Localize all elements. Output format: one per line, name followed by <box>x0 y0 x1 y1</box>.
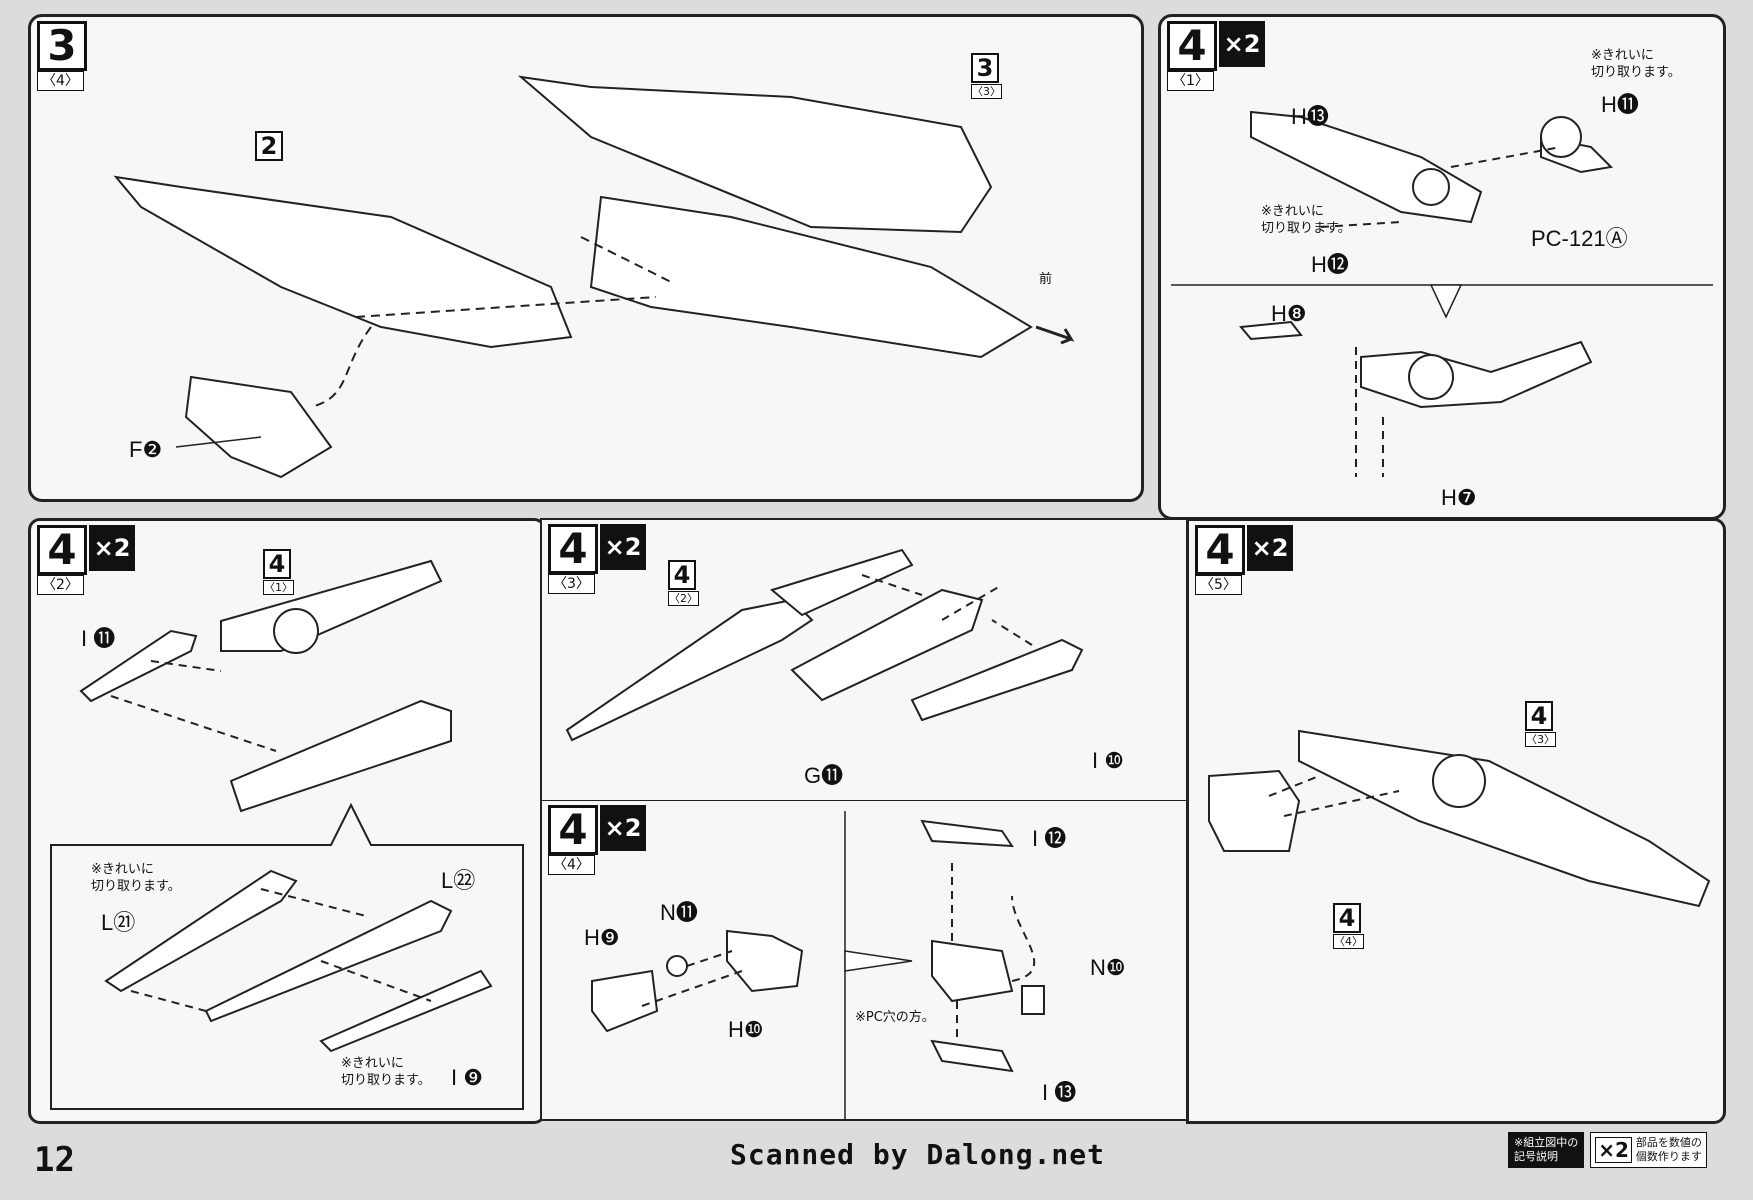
step-4-3-header: 4 ×2 <box>548 524 646 574</box>
cut-note: ※きれいに 切り取ります。 <box>341 1056 431 1088</box>
page-number: 12 <box>34 1140 75 1180</box>
part-label-f2: F❷ <box>129 437 163 462</box>
step-substep: 〈2〉 <box>37 575 84 595</box>
part-label-h13: H⓭ <box>1291 104 1329 129</box>
ref-step-4-2: 4〈2〉 <box>668 560 699 606</box>
step-number: 3 <box>37 21 87 71</box>
step-4-2-diagram <box>50 559 524 1110</box>
step-substep: 〈3〉 <box>548 574 595 594</box>
step-number: 4 <box>37 525 87 575</box>
step-substep: 〈5〉 <box>1195 575 1242 595</box>
scan-credit: Scanned by Dalong.net <box>730 1138 1106 1171</box>
symbol-legend: ※組立図中の 記号説明 ×2 部品を数値の 個数作ります <box>1508 1132 1707 1168</box>
step-4-1-panel: 4 ×2 〈1〉 H⓭ ※きれいに 切り取ります。 <box>1158 14 1726 520</box>
part-label-h9: H❾ <box>584 925 620 950</box>
ref-step-4-4: 4〈4〉 <box>1333 903 1364 949</box>
part-label-n11: N⓫ <box>660 900 698 925</box>
step-4-5-panel: 4 ×2 〈5〉 4〈3〉 4〈4〉 <box>1186 518 1726 1124</box>
part-label-g11: G⓫ <box>804 763 844 788</box>
step-4-2-panel: 4 ×2 〈2〉 I ⓫ 4〈1〉 ※き <box>28 518 546 1124</box>
step-4-3-diagram <box>565 548 1084 742</box>
legend-multiplier-text: 部品を数値の 個数作ります <box>1635 1136 1702 1163</box>
part-label-l22: L㉒ <box>441 868 476 893</box>
step-4-4-panel: 4 ×2 〈4〉 N⓫ H❾ <box>540 800 1190 1121</box>
part-label-i9: I ❾ <box>451 1065 483 1090</box>
part-label-h10: H❿ <box>728 1017 764 1042</box>
legend-multiplier-badge: ×2 <box>1595 1137 1632 1163</box>
multiplier-badge: ×2 <box>1247 525 1293 571</box>
step-3-diagram <box>113 75 1075 479</box>
step-4-2-header: 4 ×2 <box>37 525 135 575</box>
multiplier-badge: ×2 <box>89 525 135 571</box>
step-3-panel: 3 〈4〉 2 3〈3〉 F❷ 前 <box>28 14 1144 502</box>
ref-step-4-3: 4〈3〉 <box>1525 701 1556 747</box>
cut-note: ※きれいに 切り取ります。 <box>1591 48 1681 80</box>
part-label-l21: L㉑ <box>101 910 136 935</box>
part-label-i10: I ❿ <box>1092 748 1124 773</box>
step-4-4-diagram <box>591 811 1045 1119</box>
ref-step-3: 3〈3〉 <box>971 53 1002 99</box>
step-3-header: 3 <box>37 21 87 71</box>
front-label: 前 <box>1039 272 1053 287</box>
part-label-h12: H⓬ <box>1311 252 1349 277</box>
part-label-h7: H❼ <box>1441 485 1477 510</box>
legend-assembly-note: ※組立図中の 記号説明 <box>1508 1132 1585 1168</box>
part-label-h11: H⓫ <box>1601 92 1639 117</box>
step-4-4-header: 4 ×2 <box>548 805 646 855</box>
step-substep: 〈1〉 <box>1167 71 1214 91</box>
multiplier-badge: ×2 <box>600 805 646 851</box>
step-4-1-header: 4 ×2 <box>1167 21 1265 71</box>
step-4-5-header: 4 ×2 <box>1195 525 1293 575</box>
part-label-h8: H❽ <box>1271 301 1307 326</box>
part-label-i13: I ⓭ <box>1042 1080 1077 1105</box>
cut-note: ※きれいに 切り取ります。 <box>91 862 181 894</box>
ref-step-4-1: 4〈1〉 <box>263 549 294 595</box>
multiplier-badge: ×2 <box>1219 21 1265 67</box>
part-label-i12: I ⓬ <box>1032 826 1067 851</box>
step-number: 4 <box>1195 525 1245 575</box>
multiplier-badge: ×2 <box>600 524 646 570</box>
step-substep: 〈4〉 <box>37 71 84 91</box>
legend-multiplier: ×2 部品を数値の 個数作ります <box>1590 1132 1707 1168</box>
step-number: 4 <box>548 524 598 574</box>
step-number: 4 <box>1167 21 1217 71</box>
part-label-n10: N❿ <box>1090 955 1126 980</box>
step-4-1-diagram <box>1171 110 1713 477</box>
step-4-5-diagram <box>1208 729 1711 908</box>
ref-step-2: 2 <box>255 131 283 161</box>
cut-note: ※きれいに 切り取ります。 <box>1261 204 1351 236</box>
part-label-pc121: PC-121Ⓐ <box>1531 226 1628 251</box>
step-number: 4 <box>548 805 598 855</box>
step-4-3-panel: 4 ×2 〈3〉 4〈2〉 G⓫ I ❿ <box>540 518 1190 803</box>
step-substep: 〈4〉 <box>548 855 595 875</box>
part-label-i11: I ⓫ <box>81 626 116 651</box>
pc-hole-note: ※PC穴の方。 <box>855 1010 935 1025</box>
